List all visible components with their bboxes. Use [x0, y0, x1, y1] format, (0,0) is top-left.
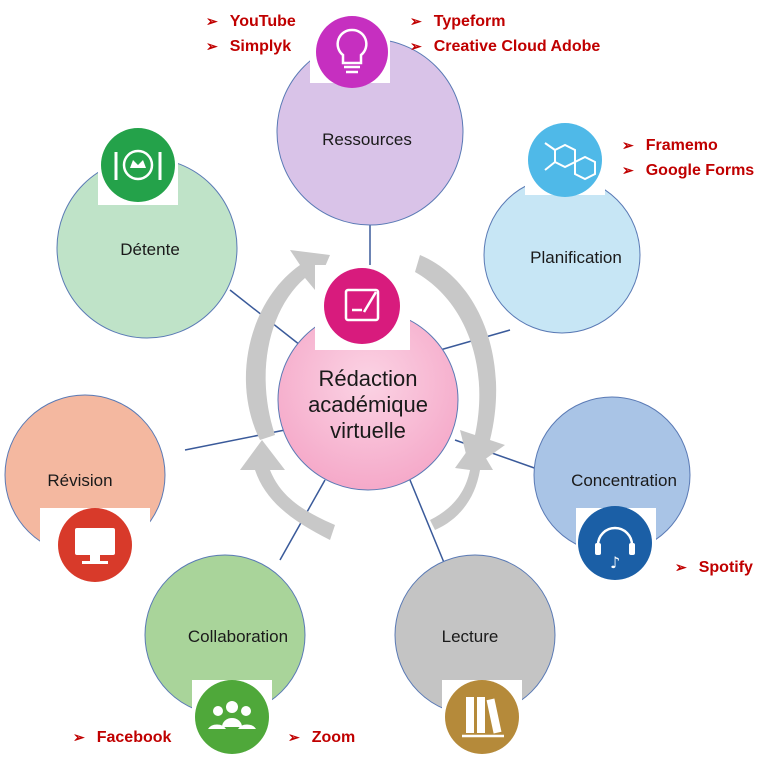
arrow-bullet-icon: ➢: [206, 13, 218, 29]
tool-youtube: ➢YouTube: [206, 13, 296, 30]
center-label-line1: Rédaction: [318, 366, 418, 391]
node-label-ressources: Ressources: [322, 130, 412, 149]
node-label-revision: Révision: [47, 471, 113, 490]
center-label-line2: académique: [308, 392, 428, 417]
arrow-bullet-icon: ➢: [73, 729, 85, 745]
tool-google-forms: ➢Google Forms: [622, 162, 755, 179]
monitor-icon: [58, 508, 132, 582]
node-label-planification: Planification: [530, 248, 622, 267]
arrow-bullet-icon: ➢: [206, 38, 218, 54]
center-label-line3: virtuelle: [330, 418, 406, 443]
node-label-concentration: Concentration: [571, 471, 677, 490]
node-label-collaboration: Collaboration: [187, 627, 289, 646]
arrow-bullet-icon: ➢: [622, 137, 634, 153]
node-label-detente: Détente: [120, 240, 180, 259]
arrow-bullet-icon: ➢: [288, 729, 300, 745]
tool-framemo: ➢Framemo: [622, 137, 718, 154]
center-label: Rédaction académique virtuelle: [308, 366, 428, 444]
writing-icon: [324, 268, 400, 344]
tool-zoom: ➢Zoom: [288, 729, 356, 746]
molecule-icon: [528, 123, 602, 197]
lightbulb-icon: [316, 16, 388, 88]
node-label-lecture: Lecture: [441, 627, 499, 646]
arrow-bullet-icon: ➢: [622, 162, 634, 178]
arrow-bullet-icon: ➢: [410, 38, 422, 54]
arrow-bullet-icon: ➢: [410, 13, 422, 29]
svg-text:♪: ♪: [610, 553, 620, 572]
arrow-bullet-icon: ➢: [675, 559, 687, 575]
tool-facebook: ➢Facebook: [73, 729, 172, 746]
tool-simplyk: ➢Simplyk: [206, 38, 292, 55]
headset-music-icon: ♪: [578, 506, 652, 580]
tool-spotify: ➢Spotify: [675, 559, 753, 576]
tool-creative-cloud: ➢Creative Cloud Adobe: [410, 38, 601, 55]
tool-typeform: ➢Typeform: [410, 13, 506, 30]
books-icon: [445, 680, 519, 754]
group-icon: [195, 680, 269, 754]
plate-icon: [101, 128, 175, 202]
